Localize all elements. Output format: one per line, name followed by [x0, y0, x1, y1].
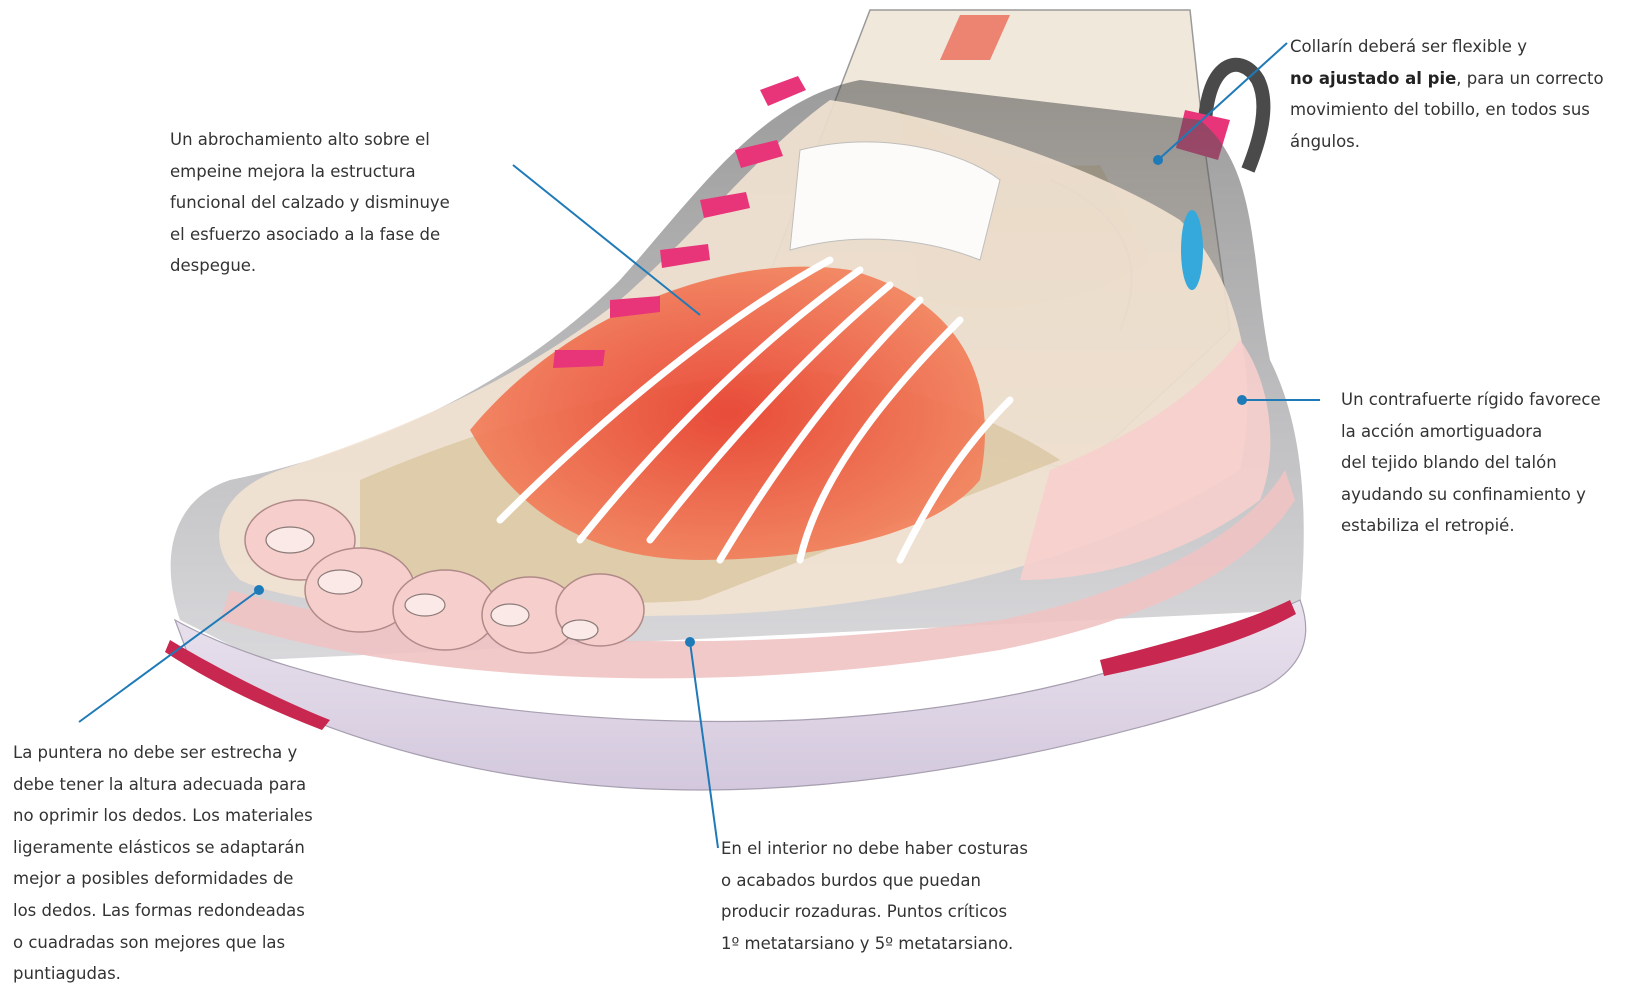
- annotation-line: ayudando su confinamiento y: [1341, 479, 1601, 511]
- annotation-line: del tejido blando del talón: [1341, 447, 1601, 479]
- annotation-interior-seams: En el interior no debe haber costuras o …: [721, 833, 1028, 959]
- annotation-line: empeine mejora la estructura: [170, 156, 450, 188]
- annotation-high-lacing: Un abrochamiento alto sobre el empeine m…: [170, 124, 450, 282]
- annotation-line: no ajustado al pie, para un correcto: [1290, 63, 1604, 95]
- annotation-collar: Collarín deberá ser flexible y no ajusta…: [1290, 31, 1604, 157]
- ankle-blue-pad: [1181, 210, 1203, 290]
- annotation-line: despegue.: [170, 250, 450, 282]
- annotation-toe-box: La puntera no debe ser estrecha y debe t…: [13, 737, 313, 990]
- annotation-heel-counter: Un contrafuerte rígido favorece la acció…: [1341, 384, 1601, 542]
- annotation-line: puntiagudas.: [13, 958, 313, 990]
- annotation-line: la acción amortiguadora: [1341, 416, 1601, 448]
- annotation-line: el esfuerzo asociado a la fase de: [170, 219, 450, 251]
- annotation-line: En el interior no debe haber costuras: [721, 833, 1028, 865]
- annotation-line: 1º metatarsiano y 5º metatarsiano.: [721, 928, 1028, 960]
- annotation-line: estabiliza el retropié.: [1341, 510, 1601, 542]
- annotation-line: funcional del calzado y disminuye: [170, 187, 450, 219]
- annotation-line: La puntera no debe ser estrecha y: [13, 737, 313, 769]
- annotation-line: movimiento del tobillo, en todos sus: [1290, 94, 1604, 126]
- annotation-line: no oprimir los dedos. Los materiales: [13, 800, 313, 832]
- annotation-line: producir rozaduras. Puntos críticos: [721, 896, 1028, 928]
- annotation-line: ángulos.: [1290, 126, 1604, 158]
- annotation-line: debe tener la altura adecuada para: [13, 769, 313, 801]
- annotation-line: Un contrafuerte rígido favorece: [1341, 384, 1601, 416]
- annotation-line-rest: , para un correcto: [1456, 69, 1603, 88]
- annotation-line: Collarín deberá ser flexible y: [1290, 31, 1604, 63]
- annotation-line: o acabados burdos que puedan: [721, 865, 1028, 897]
- annotation-line: ligeramente elásticos se adaptarán: [13, 832, 313, 864]
- annotation-bold-phrase: no ajustado al pie: [1290, 69, 1456, 88]
- annotation-line: Un abrochamiento alto sobre el: [170, 124, 450, 156]
- annotation-line: mejor a posibles deformidades de: [13, 863, 313, 895]
- annotation-line: o cuadradas son mejores que las: [13, 927, 313, 959]
- annotation-line: los dedos. Las formas redondeadas: [13, 895, 313, 927]
